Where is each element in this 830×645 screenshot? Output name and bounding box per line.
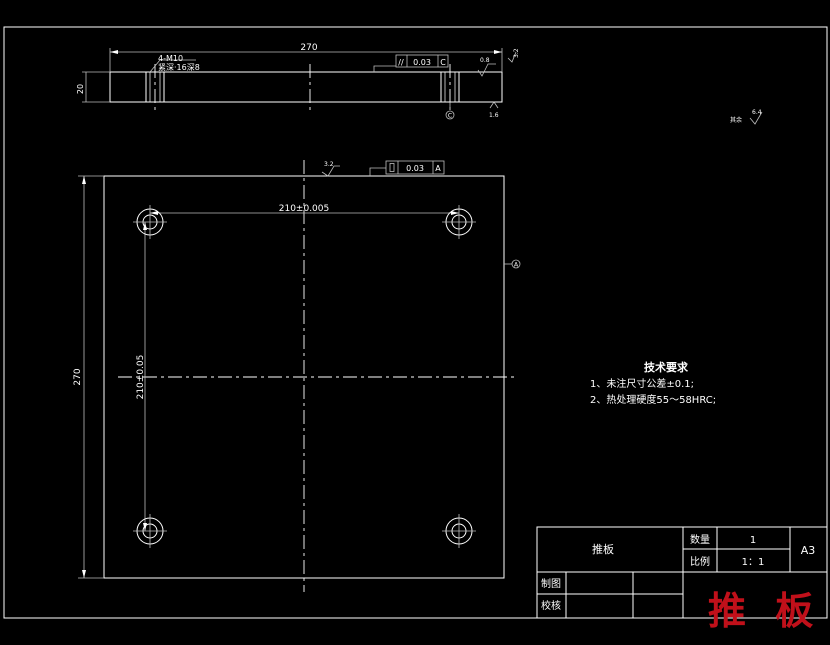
- parallel-tolerance: 0.03: [413, 58, 431, 67]
- hole-top-right: [442, 205, 476, 239]
- other-roughness-value: 6.4: [752, 109, 762, 116]
- parallel-datum: C: [440, 58, 446, 67]
- tech-requirements: 技术要求 1、未注尺寸公差±0.1; 2、热处理硬度55～58HRC;: [590, 360, 716, 406]
- roughness-3-2-plan: 3.2: [324, 161, 334, 168]
- perp-datum: A: [435, 164, 441, 173]
- hole-top-left: [133, 205, 167, 239]
- parallelism-frame: [395, 54, 449, 68]
- drawn-label: 制图: [541, 577, 561, 590]
- hole-note-2: 紧深·16深8: [158, 63, 200, 72]
- plan-view: 270 210±0.005 210±0.05 3.2: [73, 160, 521, 592]
- scale-label: 比例: [690, 555, 710, 568]
- dim-hole-spacing-y: 210±0.05: [136, 355, 146, 400]
- other-roughness-label: 其余: [730, 116, 742, 124]
- part-name: 推板: [592, 542, 614, 556]
- hole-bottom-right: [442, 514, 476, 548]
- title-block: 推板 数量 1 比例 1：1 A3 制图 校核: [536, 526, 828, 619]
- datum-c-label: C: [448, 113, 452, 120]
- section-outline: [109, 71, 503, 103]
- roughness-0-8: 0.8: [480, 57, 490, 64]
- section-view: 270 20 4-M10 紧深·16深8 // 0.03 C 0.8 3.2 C…: [76, 43, 520, 120]
- sheet-border: [3, 26, 828, 619]
- roughness-1-6: 1.6: [489, 112, 499, 119]
- scale-value: 1：1: [742, 557, 765, 568]
- datum-a-label: A: [514, 262, 519, 269]
- other-roughness-note: 其余 6.4: [730, 109, 763, 125]
- datum-a-marker: [511, 259, 521, 269]
- watermark-title: 推 板: [708, 588, 822, 633]
- dim-hole-spacing-x: 210±0.005: [279, 204, 329, 214]
- dim-top-length: 270: [300, 43, 317, 53]
- hole-note-1: 4-M10: [158, 54, 183, 63]
- roughness-3-2-small: 3.2: [513, 48, 520, 58]
- quantity-label: 数量: [690, 533, 710, 546]
- parallel-symbol: //: [398, 58, 404, 67]
- quantity-value: 1: [750, 535, 756, 546]
- perpendicularity-frame: [385, 160, 445, 175]
- dim-thickness: 20: [76, 84, 85, 94]
- dim-plate-height: 270: [73, 368, 83, 385]
- datum-c-marker: [445, 110, 455, 120]
- hole-bottom-left: [133, 514, 167, 548]
- perp-tolerance: 0.03: [406, 164, 424, 173]
- checked-label: 校核: [541, 599, 561, 612]
- sheet-size: A3: [801, 544, 816, 557]
- perpendicular-symbol-icon: [389, 163, 395, 172]
- tech-item-1: 1、未注尺寸公差±0.1;: [590, 377, 694, 390]
- tech-title: 技术要求: [644, 360, 689, 374]
- tech-item-2: 2、热处理硬度55～58HRC;: [590, 393, 716, 406]
